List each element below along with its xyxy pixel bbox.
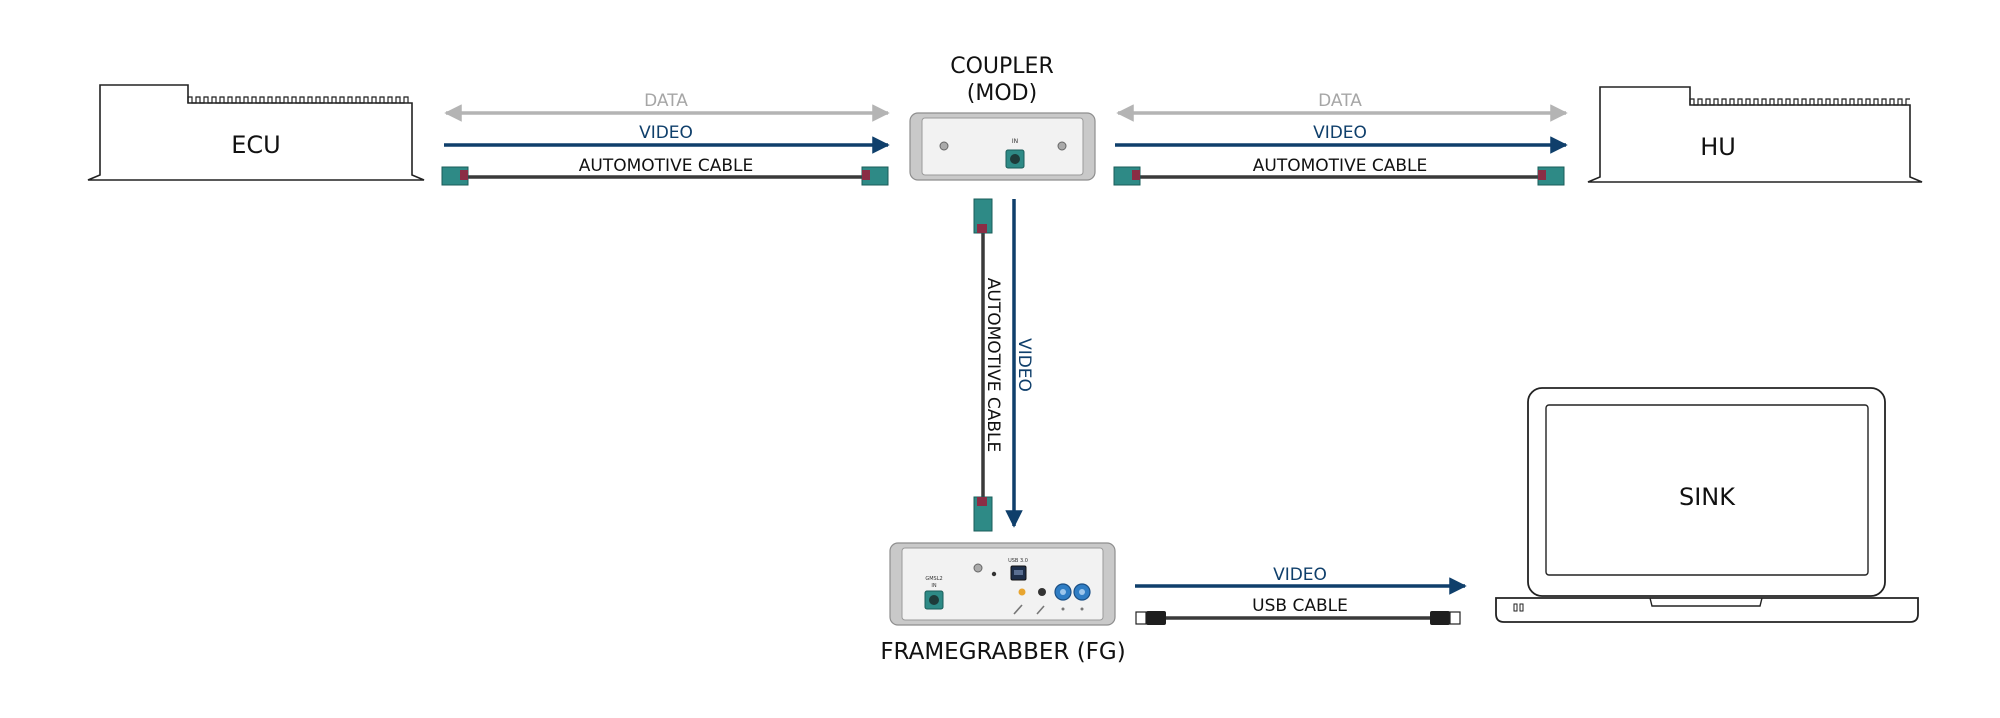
usb-plug-left	[1135, 611, 1166, 625]
coupler-body	[921, 117, 1084, 176]
coupler-port-label: IN	[1012, 138, 1018, 145]
fg-sink-video-label: VIDEO	[1273, 565, 1327, 585]
coupler-port-socket	[1010, 154, 1020, 164]
hu-cable-connector-left	[1113, 166, 1141, 186]
coupler-label-line1: COUPLER	[950, 54, 1054, 79]
fg-body	[901, 547, 1104, 621]
fg-gmsl-label: GMSL2	[925, 576, 942, 582]
fg-knob-right-tick	[1080, 607, 1084, 611]
vertical-cable-connector-top	[973, 198, 993, 234]
coupler-screw-left	[939, 141, 949, 151]
fg-status-dot	[991, 571, 997, 577]
ecu-label: ECU	[231, 131, 281, 159]
laptop-hinge-notch	[1649, 597, 1763, 607]
coupler-fg-cable-label: AUTOMOTIVE CABLE	[983, 278, 1003, 452]
coupler-screw-right	[1057, 141, 1067, 151]
fg-screw	[973, 563, 983, 573]
framegrabber-device: GMSL2 IN USB 3.0 FRAMEGRABBER (FG)	[880, 542, 1126, 665]
fg-wrench-icon-1	[1013, 604, 1023, 615]
hu-outline	[1587, 86, 1923, 183]
usb-plug-right	[1430, 611, 1461, 625]
ecu-device: ECU	[87, 84, 425, 181]
hu-label: HU	[1700, 133, 1736, 161]
fg-button	[1038, 588, 1046, 596]
ecu-cable-connector-left	[441, 166, 469, 186]
coupler-device: COUPLER (MOD) IN	[909, 54, 1096, 181]
fg-knob-right-center	[1079, 589, 1085, 595]
hu-cable-connector-right	[1537, 166, 1565, 186]
coupler-fg-video-label: VIDEO	[1014, 338, 1034, 392]
laptop-indicator-2	[1519, 603, 1524, 612]
laptop-indicator-1	[1513, 603, 1518, 612]
coupler-hu-data-label: DATA	[1318, 91, 1362, 111]
ecu-coupler-data-label: DATA	[644, 91, 688, 111]
coupler-hu-cable-label: AUTOMOTIVE CABLE	[1253, 156, 1427, 176]
vertical-cable-connector-bottom	[973, 496, 993, 532]
fg-led	[1018, 588, 1026, 596]
ecu-coupler-cable-label: AUTOMOTIVE CABLE	[579, 156, 753, 176]
coupler-hu-links: DATA VIDEO AUTOMOTIVE CABLE	[1113, 91, 1568, 186]
coupler-label-line2: (MOD)	[967, 81, 1037, 106]
framegrabber-label: FRAMEGRABBER (FG)	[880, 639, 1125, 665]
hu-device: HU	[1587, 86, 1923, 183]
fg-gmsl-port-socket	[929, 595, 939, 605]
ecu-cable-connector-right	[861, 166, 889, 186]
fg-knob-left-center	[1060, 589, 1066, 595]
ecu-coupler-video-label: VIDEO	[639, 123, 693, 143]
fg-usb-label: USB 3.0	[1008, 558, 1028, 564]
sink-label: SINK	[1679, 483, 1736, 511]
fg-usb-port-slot	[1014, 570, 1023, 575]
ecu-coupler-links: DATA VIDEO AUTOMOTIVE CABLE	[441, 91, 890, 186]
fg-knob-left-tick	[1061, 607, 1065, 611]
ecu-vent-fins	[187, 96, 409, 104]
sink-laptop: SINK	[1495, 387, 1919, 623]
fg-sink-links: VIDEO USB CABLE	[1135, 565, 1467, 625]
hu-vent-fins	[1689, 98, 1910, 106]
fg-sink-usb-label: USB CABLE	[1252, 596, 1348, 616]
laptop-screen	[1545, 404, 1869, 576]
fg-wrench-icon-2	[1036, 605, 1045, 615]
laptop-base	[1495, 597, 1919, 623]
coupler-fg-links: AUTOMOTIVE CABLE VIDEO	[973, 198, 1034, 532]
fg-in-label: IN	[931, 583, 936, 589]
coupler-hu-video-label: VIDEO	[1313, 123, 1367, 143]
